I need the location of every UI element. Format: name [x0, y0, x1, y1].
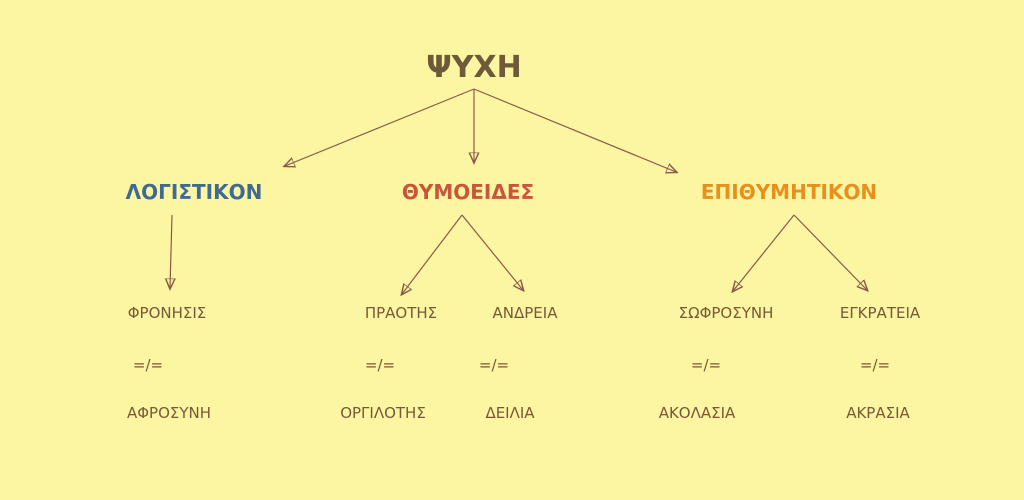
vice: ΔΕΙΛΙΑ — [485, 404, 535, 422]
virtue: ΣΩΦΡΟΣΥΝΗ — [678, 304, 774, 322]
category-thymoeides: ΘΥΜΟΕΙΔΕΣ — [401, 180, 535, 204]
separator: =/= — [859, 356, 891, 374]
vice: ΟΡΓΙΛΟΤΗΣ — [340, 404, 426, 422]
category-epithymitikon: ΕΠΙΘΥΜΗΤΙΚΟΝ — [700, 180, 878, 204]
category-logistikon: ΛΟΓΙΣΤΙΚΟΝ — [125, 180, 263, 204]
separator: =/= — [478, 356, 510, 374]
vice: ΑΚΡΑΣΙΑ — [846, 404, 910, 422]
arrow-to-logistikon — [285, 88, 475, 166]
vice: ΑΦΡΟΣΥΝΗ — [126, 404, 212, 422]
separator: =/= — [690, 356, 722, 374]
separator: =/= — [364, 356, 396, 374]
separator: =/= — [132, 356, 164, 374]
arrow-to-andreia — [461, 214, 523, 290]
arrow-to-egkrateia — [793, 214, 867, 290]
arrow-to-praotis — [402, 214, 463, 294]
root-node: ΨΥΧΗ — [426, 50, 522, 85]
virtue: ΦΡΟΝΗΣΙΣ — [127, 304, 207, 322]
vice: ΑΚΟΛΑΣΙΑ — [658, 404, 736, 422]
virtue: ΠΡΑΟΤΗΣ — [364, 304, 438, 322]
virtue: ΕΓΚΡΑΤΕΙΑ — [839, 304, 921, 322]
virtue: ΑΝΔΡΕΙΑ — [492, 304, 558, 322]
arrow-to-fronisis — [170, 214, 172, 288]
arrow-to-sofrosyni — [733, 214, 795, 291]
arrow-to-epithymitikon — [473, 88, 676, 172]
